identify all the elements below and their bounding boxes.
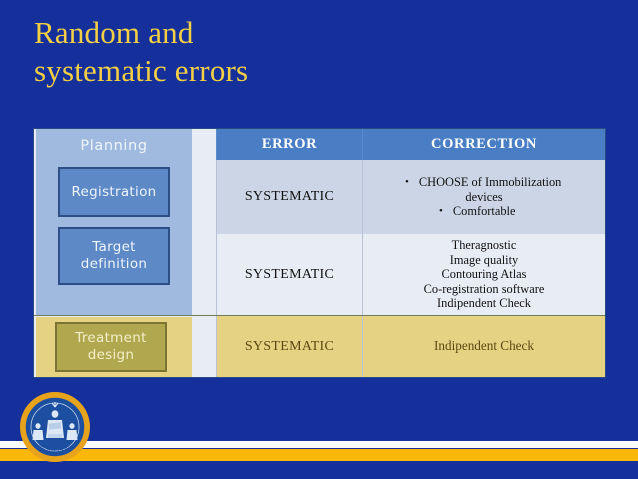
treatment-design-box: Treatment design <box>55 322 167 372</box>
bullet-text: Comfortable <box>452 204 516 219</box>
bullet-text: CHOOSE of Immobilization <box>418 174 562 189</box>
registration-box: Registration <box>58 167 170 217</box>
university-seal-icon: SIGILLUM ACADEMIAE MEDICINAE <box>20 392 90 462</box>
header-cell-correction: CORRECTION <box>362 129 605 160</box>
bullet-dot-icon: • <box>405 175 409 188</box>
header-cell-error: ERROR <box>216 129 362 160</box>
error-label-3: SYSTEMATIC <box>244 338 335 354</box>
table-header-row: ERROR CORRECTION <box>34 129 605 160</box>
target-definition-box: Target definition <box>58 227 170 285</box>
cell-correction-3: Indipendent Check <box>362 316 605 377</box>
footer-white-band <box>0 441 638 448</box>
workflow-diagram: Planning Registration Target definition … <box>33 129 215 378</box>
cell-correction-2: Theragnostic Image quality Contouring At… <box>362 234 605 315</box>
table-row: SYSTEMATIC • CHOOSE of Immobilization de… <box>34 160 605 234</box>
planning-label: Planning <box>80 138 148 154</box>
correction-bullet-1: • CHOOSE of Immobilization <box>383 175 585 190</box>
cell-correction-1: • CHOOSE of Immobilization devices • Com… <box>362 160 605 234</box>
planning-container: Planning Registration Target definition <box>36 129 192 315</box>
bullet-dot-icon: • <box>439 205 443 218</box>
correction-text-3: Indipendent Check <box>434 338 534 354</box>
cell-error-3: SYSTEMATIC <box>216 316 362 377</box>
error-label-1: SYSTEMATIC <box>244 189 335 204</box>
error-label-2: SYSTEMATIC <box>244 266 335 282</box>
footer-gold-band <box>0 449 638 461</box>
correction-bullet-1-cont: devices <box>465 189 503 204</box>
cell-error-2: SYSTEMATIC <box>216 234 362 315</box>
correction-bullet-2: • Comfortable <box>383 204 585 219</box>
page-title: Random and systematic errors <box>34 15 249 88</box>
correction-list-2: Theragnostic Image quality Contouring At… <box>423 238 545 311</box>
table-row: SYSTEMATIC Indipendent Check <box>34 315 605 377</box>
cell-error-1: SYSTEMATIC <box>216 160 362 234</box>
table-row: SYSTEMATIC Theragnostic Image quality Co… <box>34 234 605 315</box>
